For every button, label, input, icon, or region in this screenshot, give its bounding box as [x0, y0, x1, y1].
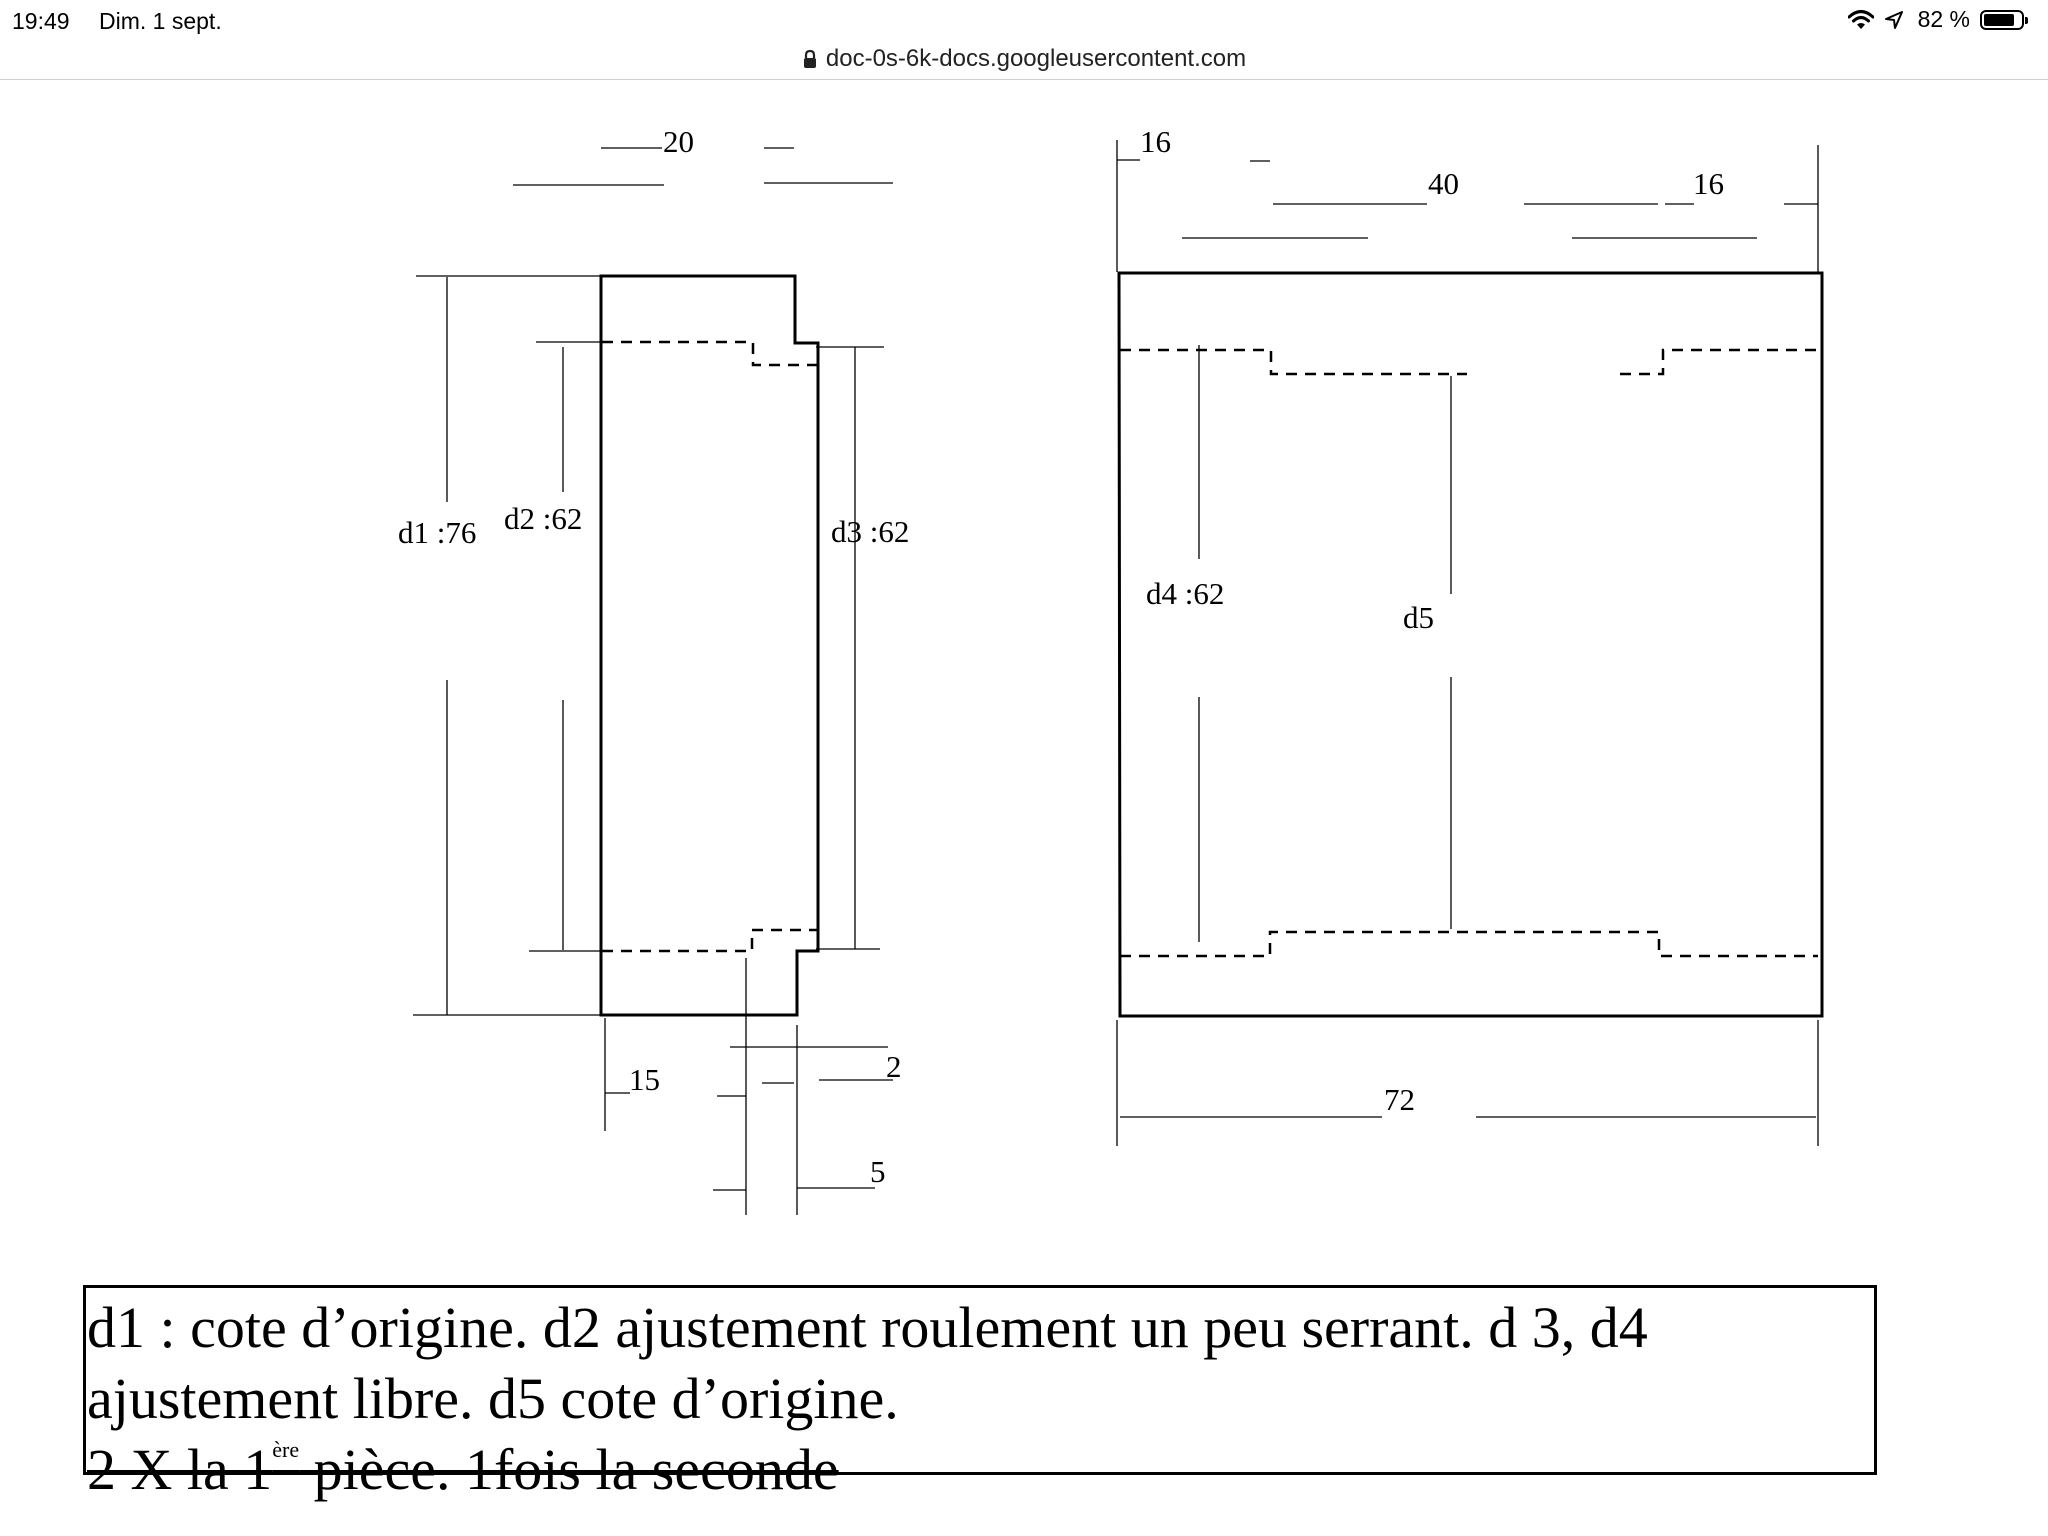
part2-dim-16-right: 16 — [1693, 166, 1724, 201]
note-line-3-superscript: ère — [272, 1437, 300, 1462]
note-line-3-prefix: 2 X la 1 — [87, 1437, 273, 1502]
part1-dim-15: 15 — [629, 1062, 660, 1097]
url-bar[interactable]: doc-0s-6k-docs.googleusercontent.com — [0, 40, 2048, 78]
part1-hidden-line-top — [602, 340, 817, 367]
battery-icon — [1980, 9, 2028, 30]
battery-percent: 82 % — [1917, 6, 1970, 32]
note-text: d1 : cote d’origine. d2 ajustement roule… — [87, 1292, 1887, 1505]
note-line-3-suffix: pièce. 1fois la seconde — [299, 1437, 839, 1502]
part1-dim-20: 20 — [663, 124, 694, 159]
note-box — [83, 1285, 1877, 1475]
part2-dimension-lines — [1116, 140, 1819, 1146]
part2-outline — [1117, 271, 1824, 1018]
location-arrow-icon — [1884, 10, 1903, 29]
battery-fill — [1984, 13, 2014, 26]
status-date: Dim. 1 sept. — [99, 8, 222, 34]
part2-hidden-line-top-left — [1120, 348, 1467, 376]
part2-hidden-line-bottom — [1120, 930, 1818, 958]
part1-hidden-line-bottom — [602, 928, 817, 953]
part2-dim-16-left: 16 — [1140, 124, 1171, 159]
note-line-1: d1 : cote d’origine. d2 ajustement roule… — [87, 1295, 1648, 1360]
part2-label-d4: d4 :62 — [1146, 576, 1224, 611]
lock-icon — [803, 49, 816, 68]
url-text[interactable]: doc-0s-6k-docs.googleusercontent.com — [825, 45, 1247, 72]
part1-outline — [599, 274, 820, 1017]
part1-label-d3: d3 :62 — [831, 514, 909, 549]
url-bar-divider — [0, 79, 2048, 80]
status-right-group: 82 % — [1847, 6, 2028, 33]
status-bar: 19:49 Dim. 1 sept. 82 % — [0, 0, 2048, 40]
note-line-2: ajustement libre. d5 cote d’origine. — [87, 1366, 899, 1431]
part2-dim-72: 72 — [1384, 1082, 1415, 1117]
note-line-3: 2 X la 1ère pièce. 1fois la seconde — [87, 1434, 1887, 1505]
part1-label-d1: d1 :76 — [398, 515, 476, 550]
part1-label-d2: d2 :62 — [504, 501, 582, 536]
part1-dimension-lines — [413, 147, 893, 1215]
part2-hidden-line-top-right — [1620, 348, 1818, 376]
part2-drawing: 16 40 16 d4 :62 d5 72 — [1116, 124, 1824, 1146]
status-time: 19:49 — [12, 8, 70, 34]
part2-dim-40: 40 — [1428, 166, 1459, 201]
part2-label-d5: d5 — [1403, 600, 1434, 635]
part1-dim-5: 5 — [870, 1154, 886, 1189]
part1-dim-2: 2 — [886, 1049, 902, 1084]
wifi-icon — [1847, 9, 1874, 29]
part1-drawing: 20 d1 :76 d2 :62 d3 :62 15 2 5 — [398, 124, 909, 1215]
